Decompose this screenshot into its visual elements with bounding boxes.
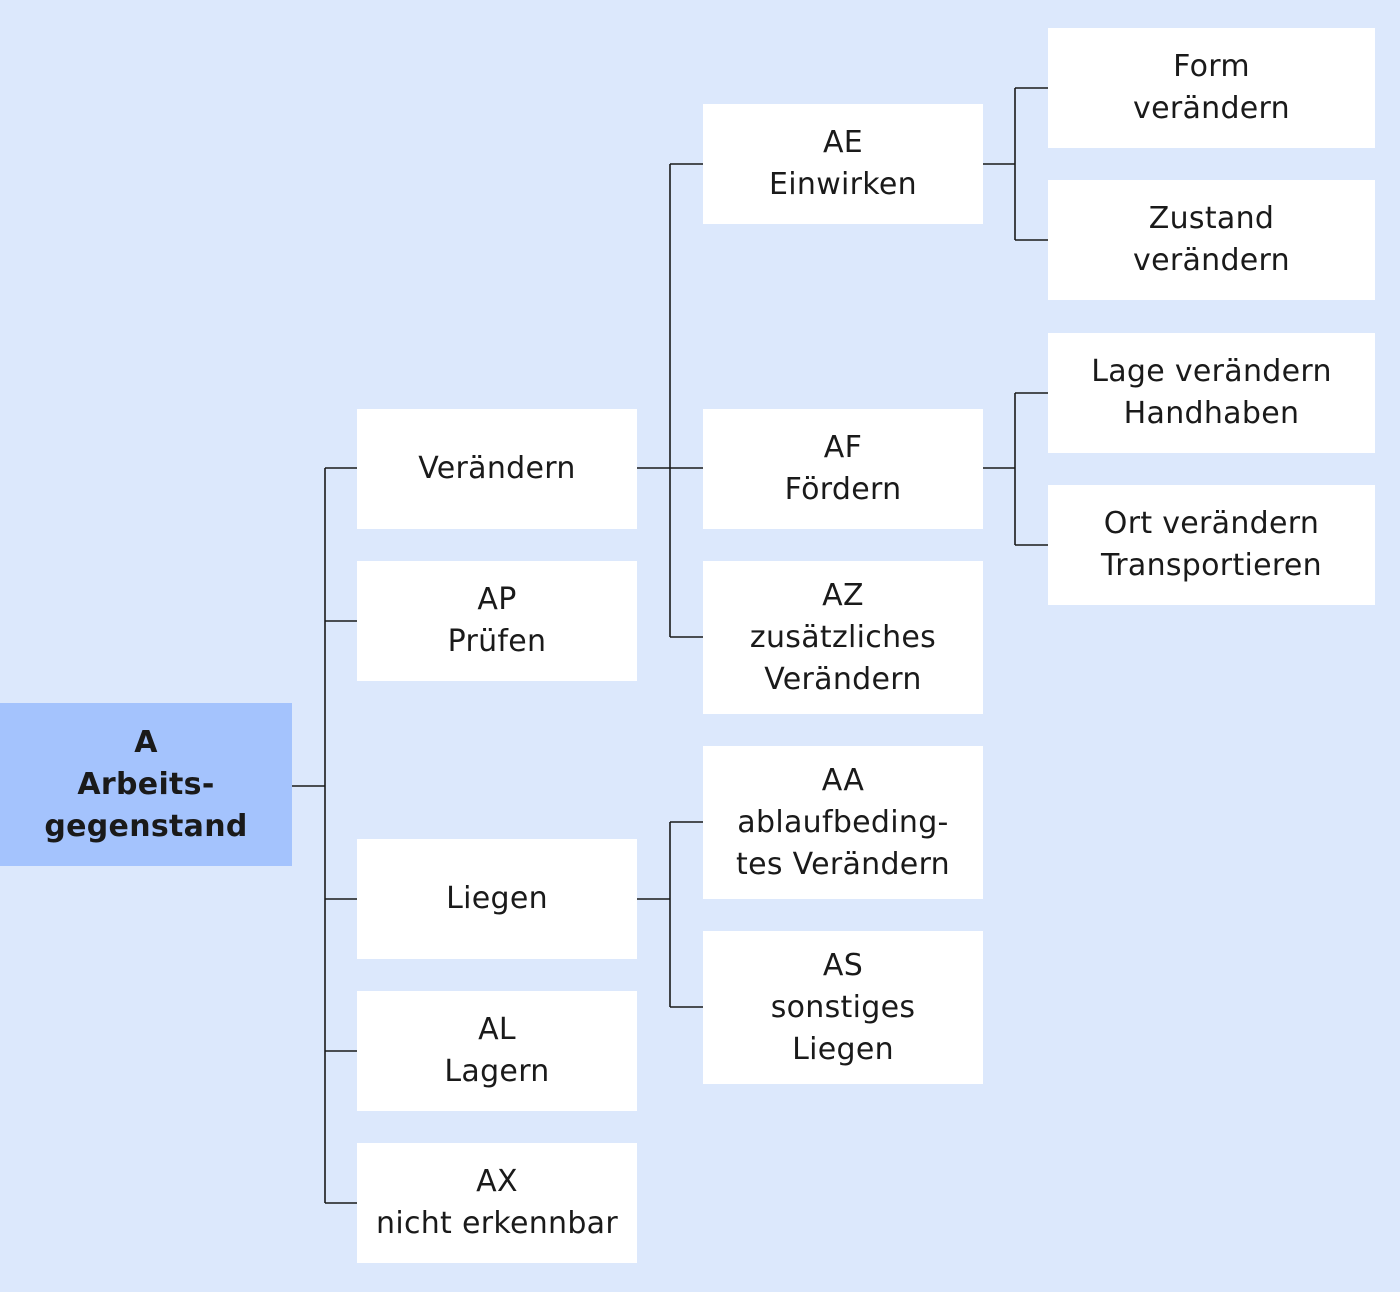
node-code: A: [134, 724, 158, 760]
node-text: Lagern: [444, 1054, 550, 1089]
node-code: AF: [823, 430, 863, 465]
node-text-line1: Arbeits-: [77, 766, 215, 802]
node-text-line1: Zustand: [1148, 201, 1275, 236]
node-text-line1: Form: [1173, 49, 1250, 84]
node-text-line2: Handhaben: [1123, 396, 1300, 431]
node-al-lagern: AL Lagern: [357, 991, 637, 1111]
node-text-line2: Liegen: [792, 1031, 894, 1067]
node-code: AL: [478, 1012, 516, 1047]
node-text-line1: sonstiges: [770, 989, 916, 1025]
node-code: AS: [822, 947, 864, 983]
node-ax-nicht-erkennbar: AX nicht erkennbar: [357, 1143, 637, 1263]
node-code: AP: [477, 582, 517, 617]
node-text: Prüfen: [447, 624, 547, 659]
node-ort-veraendern-transportieren: Ort verändern Transportieren: [1048, 485, 1375, 605]
node-text: Fördern: [784, 472, 902, 507]
node-text-line2: gegenstand: [44, 808, 248, 844]
node-az-zusaetzliches-veraendern: AZ zusätzliches Verändern: [703, 561, 983, 714]
node-ae-einwirken: AE Einwirken: [703, 104, 983, 224]
node-text: Liegen: [446, 881, 548, 916]
node-text-line2: verändern: [1133, 91, 1290, 126]
node-zustand-veraendern: Zustand verändern: [1048, 180, 1375, 300]
node-text-line1: zusätzliches: [749, 619, 937, 655]
node-text: Verändern: [418, 451, 576, 486]
node-as-sonstiges-liegen: AS sonstiges Liegen: [703, 931, 983, 1084]
node-form-veraendern: Form verändern: [1048, 28, 1375, 148]
node-af-foerdern: AF Fördern: [703, 409, 983, 529]
node-text-line1: ablaufbeding-: [737, 804, 949, 840]
node-text-line2: tes Verändern: [736, 846, 950, 882]
node-veraendern: Verändern: [357, 409, 637, 529]
node-text-line1: Ort verändern: [1103, 506, 1320, 541]
node-lage-veraendern-handhaben: Lage verändern Handhaben: [1048, 333, 1375, 453]
node-liegen: Liegen: [357, 839, 637, 959]
node-text: nicht erkennbar: [376, 1206, 618, 1241]
node-text-line1: Lage verändern: [1091, 354, 1332, 389]
node-text-line2: Verändern: [764, 661, 922, 697]
node-root-arbeitsgegenstand: A Arbeits- gegenstand: [0, 703, 292, 866]
node-code: AE: [822, 125, 864, 160]
node-aa-ablaufbedingtes-veraendern: AA ablaufbeding- tes Verändern: [703, 746, 983, 899]
node-text-line2: Transportieren: [1101, 548, 1322, 583]
node-code: AX: [476, 1164, 518, 1199]
node-ap-pruefen: AP Prüfen: [357, 561, 637, 681]
node-text-line2: verändern: [1133, 243, 1290, 278]
node-text: Einwirken: [769, 167, 917, 202]
node-code: AA: [821, 762, 865, 798]
node-code: AZ: [822, 577, 864, 613]
